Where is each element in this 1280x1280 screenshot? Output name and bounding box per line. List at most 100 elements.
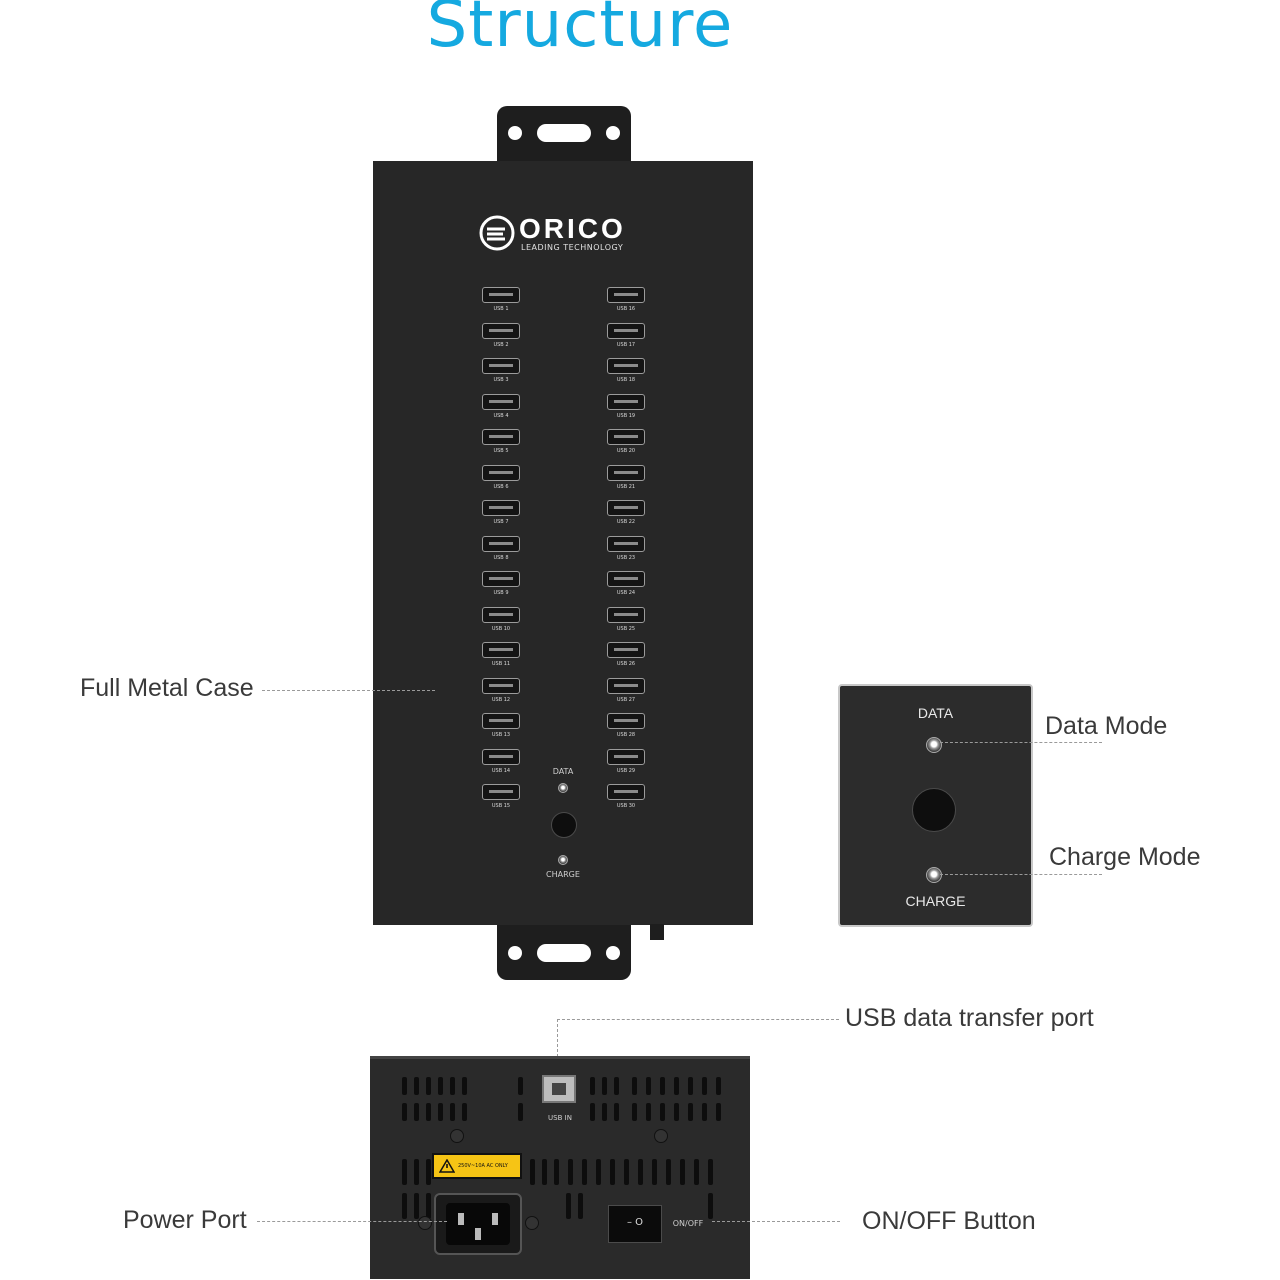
usb-port[interactable]: USB 24: [607, 571, 645, 596]
usb-port-label: USB 2: [493, 341, 509, 348]
usb-port-socket: [607, 358, 645, 374]
usb-port[interactable]: USB 13: [482, 713, 520, 738]
vent-slot: [414, 1077, 419, 1095]
vent-slot: [518, 1103, 523, 1121]
usb-port[interactable]: USB 29: [607, 748, 645, 774]
usb-port-socket: [482, 358, 520, 374]
leader-usb-port-v: [557, 1019, 558, 1067]
usb-port-socket: [482, 464, 520, 481]
vent-slot: [652, 1159, 657, 1185]
page-title: Structure: [426, 0, 734, 62]
orico-logo-icon: [479, 215, 515, 251]
usb-port[interactable]: USB 2: [482, 322, 520, 348]
usb-port[interactable]: USB 25: [607, 606, 645, 632]
usb-port[interactable]: USB 27: [607, 677, 645, 703]
usb-port-socket: [607, 322, 645, 339]
usb-port[interactable]: USB 1: [482, 287, 520, 312]
usb-port[interactable]: USB 19: [607, 393, 645, 419]
usb-port-label: USB 15: [491, 803, 511, 809]
side-switch-tab: [650, 924, 664, 940]
usb-port[interactable]: USB 26: [607, 642, 645, 667]
vent-slot: [716, 1103, 721, 1121]
usb-port-socket: [482, 606, 520, 623]
hub-rear-panel: USB IN 250V~10A AC ONLY – O ON/OFF: [370, 1056, 750, 1279]
zoom-data-led: [926, 737, 942, 753]
usb-port[interactable]: USB 9: [482, 571, 520, 596]
vent-slot: [688, 1103, 693, 1121]
usb-port-label: USB 21: [616, 483, 636, 490]
usb-port[interactable]: USB 21: [607, 464, 645, 490]
power-port[interactable]: [434, 1193, 522, 1255]
vent-slot: [414, 1103, 419, 1121]
usb-port-socket: [482, 287, 520, 303]
mount-hole: [606, 126, 620, 140]
usb-port[interactable]: USB 3: [482, 358, 520, 383]
vent-slot: [426, 1077, 431, 1095]
usb-port-socket: [482, 713, 520, 729]
usb-port-socket: [607, 429, 645, 445]
usb-port[interactable]: USB 11: [482, 642, 520, 667]
vent-slot: [450, 1077, 455, 1095]
usb-port-socket: [482, 677, 520, 694]
usb-port[interactable]: USB 10: [482, 606, 520, 632]
vent-slot: [402, 1077, 407, 1095]
usb-port[interactable]: USB 18: [607, 358, 645, 383]
usb-port[interactable]: USB 30: [607, 784, 645, 809]
usb-port-socket: [482, 642, 520, 658]
usb-port[interactable]: USB 17: [607, 322, 645, 348]
usb-port-label: USB 1: [493, 306, 509, 312]
usb-port-label: USB 16: [616, 306, 636, 312]
callout-charge-mode: Charge Mode: [1049, 843, 1201, 871]
usb-port-label: USB 26: [616, 661, 636, 667]
usb-port-label: USB 7: [493, 519, 509, 525]
usb-port[interactable]: USB 23: [607, 535, 645, 561]
usb-port-socket: [482, 535, 520, 552]
mount-slot: [537, 124, 591, 142]
usb-port[interactable]: USB 5: [482, 429, 520, 454]
usb-port-socket: [607, 535, 645, 552]
vent-slot: [568, 1159, 573, 1185]
vent-slot: [462, 1077, 467, 1095]
vent-slot: [638, 1159, 643, 1185]
vent-slot: [694, 1159, 699, 1185]
usb-port[interactable]: USB 6: [482, 464, 520, 490]
usb-port-label: USB 20: [616, 448, 636, 454]
usb-port-label: USB 8: [493, 554, 509, 561]
warning-sticker: 250V~10A AC ONLY: [432, 1153, 522, 1179]
usb-port[interactable]: USB 8: [482, 535, 520, 561]
mode-charge-label: CHARGE: [546, 870, 580, 879]
usb-port-label: USB 13: [491, 732, 511, 738]
leader-power-port: [257, 1221, 447, 1222]
vent-slot: [578, 1193, 583, 1219]
on-off-switch[interactable]: – O: [608, 1205, 662, 1243]
usb-port[interactable]: USB 12: [482, 677, 520, 703]
usb-port[interactable]: USB 16: [607, 287, 645, 312]
usb-port-label: USB 30: [616, 803, 636, 809]
usb-port[interactable]: USB 14: [482, 748, 520, 774]
vent-slot: [674, 1103, 679, 1121]
switch-symbol: – O: [626, 1217, 644, 1228]
usb-port[interactable]: USB 22: [607, 500, 645, 525]
brand-logo: ORICO LEADING TECHNOLOGY: [479, 213, 659, 253]
usb-port-socket: [482, 393, 520, 410]
usb-port-socket: [482, 748, 520, 765]
vent-slot: [646, 1103, 651, 1121]
usb-in-label: USB IN: [548, 1114, 572, 1122]
usb-port[interactable]: USB 28: [607, 713, 645, 738]
on-off-label: ON/OFF: [672, 1219, 704, 1228]
vent-slot: [632, 1103, 637, 1121]
vent-slot: [666, 1159, 671, 1185]
usb-port[interactable]: USB 20: [607, 429, 645, 454]
usb-port-label: USB 3: [493, 377, 509, 383]
mode-switch-button[interactable]: [551, 812, 577, 838]
mount-hole: [508, 946, 522, 960]
callout-power-port: Power Port: [123, 1206, 247, 1234]
vent-slot: [530, 1159, 535, 1185]
usb-port[interactable]: USB 4: [482, 393, 520, 419]
zoom-mode-button[interactable]: [912, 788, 956, 832]
usb-port-socket: [607, 606, 645, 623]
usb-port[interactable]: USB 15: [482, 784, 520, 809]
vent-slot: [590, 1077, 595, 1095]
usb-in-port[interactable]: [542, 1075, 576, 1103]
usb-port[interactable]: USB 7: [482, 500, 520, 525]
